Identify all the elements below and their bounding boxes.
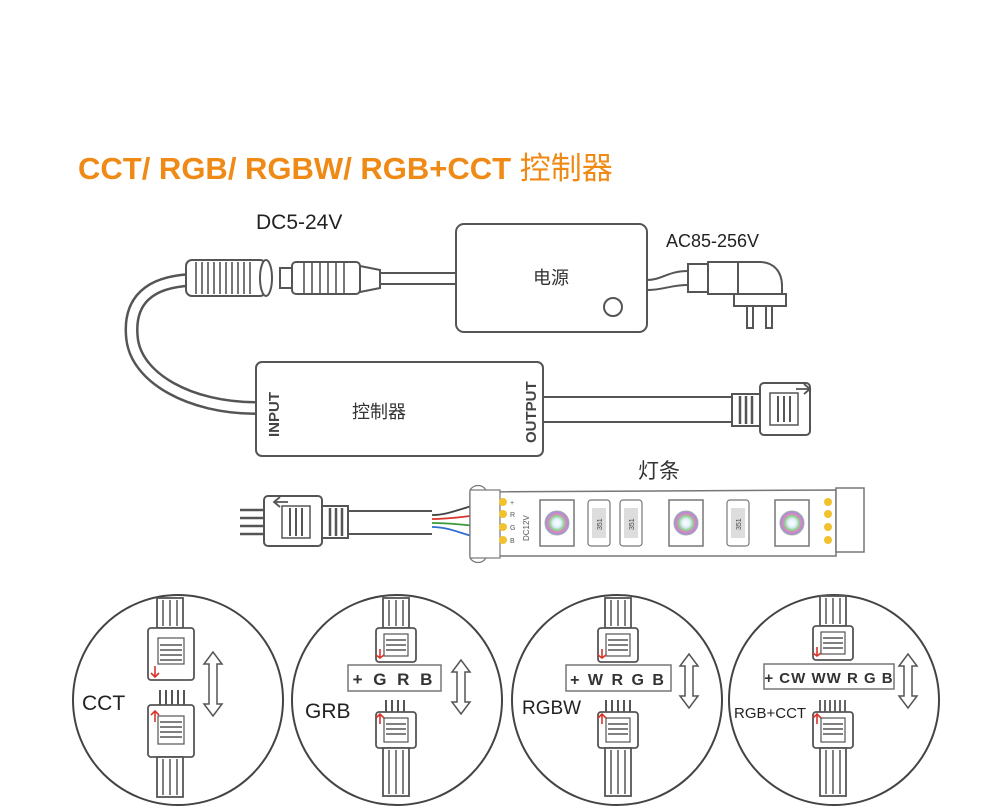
pin-b-label: B: [510, 538, 515, 545]
pin-r-label: R: [510, 512, 515, 519]
led-chip: [774, 499, 810, 547]
power-supply-label: 电源: [533, 268, 569, 288]
led-chip: [668, 499, 704, 547]
mode-label-rgbw: RGBW: [522, 698, 581, 719]
ac-plug: [687, 261, 787, 329]
mode-label-rgb-cct: RGB+CCT: [734, 705, 806, 722]
dc-cable: [124, 273, 263, 415]
pin-g-label: G: [510, 525, 515, 532]
pin-order-rgbw: + W R G B: [570, 672, 666, 689]
led-strip: + R G B DC12V 351 351 351: [469, 484, 865, 564]
mode-circle-rgbw: + W R G B RGBW: [511, 594, 723, 806]
strip-voltage-label: DC12V: [522, 515, 531, 541]
page-title: CCT/ RGB/ RGBW/ RGB+CCT 控制器: [78, 143, 613, 188]
controller-box: INPUT 控制器 OUTPUT: [255, 361, 544, 457]
mode-circle-cct: CCT: [72, 594, 284, 806]
output-connector: [731, 382, 812, 436]
strip-end-pads: [824, 498, 832, 544]
title-text: CCT/ RGB/ RGBW/ RGB+CCT: [78, 151, 512, 186]
svg-text:351: 351: [597, 518, 604, 530]
strip-solder-pads: [499, 498, 507, 544]
led-chip: [539, 499, 575, 547]
pin-order-grb: + G R B: [353, 670, 436, 689]
dc-female-jack: [185, 259, 273, 297]
power-indicator-light: [603, 297, 623, 317]
mode-label-grb: GRB: [305, 700, 351, 723]
mode-circle-grb: + G R B GRB: [291, 594, 503, 806]
title-cn-text: 控制器: [519, 151, 613, 187]
output-label: OUTPUT: [523, 381, 540, 443]
light-strip-label: 灯条: [638, 460, 680, 483]
svg-text:351: 351: [736, 518, 743, 530]
controller-label: 控制器: [352, 402, 406, 422]
dc-voltage-label: DC5-24V: [256, 211, 342, 234]
svg-text:351: 351: [629, 518, 636, 530]
mode-label-cct: CCT: [82, 692, 125, 715]
ac-voltage-label: AC85-256V: [666, 231, 759, 251]
input-label: INPUT: [266, 392, 283, 437]
mode-circle-rgb-cct: + CW WW R G B RGB+CCT: [728, 594, 940, 806]
resistor: 351: [587, 499, 611, 547]
power-supply-box: 电源: [455, 223, 648, 333]
resistor: 351: [726, 499, 750, 547]
pin-order-rgb-cct: + CW WW R G B: [764, 670, 893, 687]
pin-plus-label: +: [510, 500, 514, 507]
dc-male-plug: [279, 261, 381, 295]
strip-input-connector: [240, 495, 349, 547]
resistor: 351: [619, 499, 643, 547]
